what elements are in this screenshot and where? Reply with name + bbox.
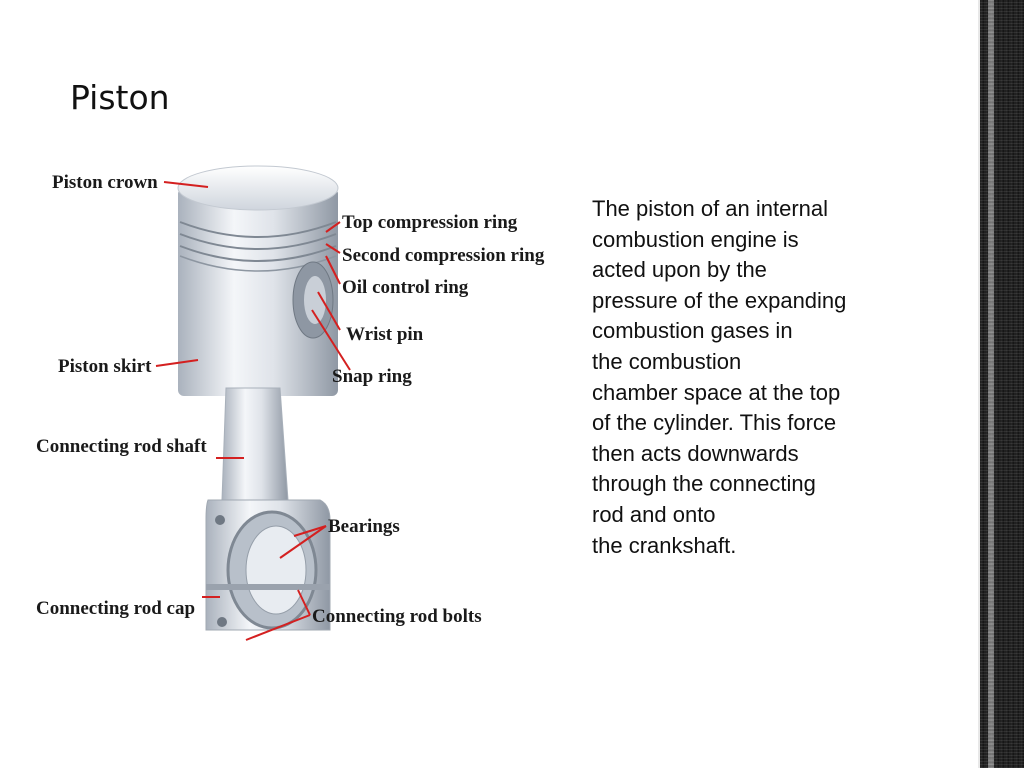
body-line: acted upon by the (592, 257, 767, 283)
body-line: pressure of the expanding (592, 287, 847, 313)
body-line: of the cylinder. This force (592, 410, 837, 436)
body-line: combustion gases in (592, 318, 793, 344)
label-wrist-pin: Wrist pin (346, 324, 424, 345)
label-piston-crown: Piston crown (52, 172, 158, 193)
body-line: the combustion (592, 348, 742, 374)
connecting-rod (205, 387, 331, 631)
body-paragraph: The piston of an internal combustion eng… (592, 194, 922, 561)
label-piston-skirt: Piston skirt (58, 356, 152, 377)
body-line: chamber space at the top (592, 379, 841, 405)
body-line: the crankshaft. (592, 532, 737, 558)
piston-illustration: Piston crown Top compression ring Second… (36, 165, 545, 641)
label-connecting-rod-shaft: Connecting rod shaft (36, 436, 207, 457)
slide-title: Piston (70, 78, 170, 117)
label-snap-ring: Snap ring (332, 366, 412, 387)
body-line: The piston of an internal (592, 196, 829, 221)
label-top-compression-ring: Top compression ring (342, 212, 518, 233)
label-oil-control-ring: Oil control ring (342, 277, 469, 298)
piston-body (177, 165, 339, 396)
label-second-compression-ring: Second compression ring (342, 245, 545, 266)
body-line: rod and onto (592, 501, 716, 527)
label-connecting-rod-bolts: Connecting rod bolts (312, 606, 482, 627)
label-connecting-rod-cap: Connecting rod cap (36, 598, 195, 619)
decorative-side-strip (988, 0, 994, 768)
leader-lines (155, 181, 351, 641)
label-bearings: Bearings (328, 516, 400, 537)
decorative-side-border (978, 0, 1024, 768)
body-line: through the connecting (592, 471, 816, 497)
body-line: combustion engine is (592, 226, 799, 252)
body-line: then acts downwards (592, 440, 799, 466)
piston-diagram: Piston crown Top compression ring Second… (30, 160, 570, 645)
